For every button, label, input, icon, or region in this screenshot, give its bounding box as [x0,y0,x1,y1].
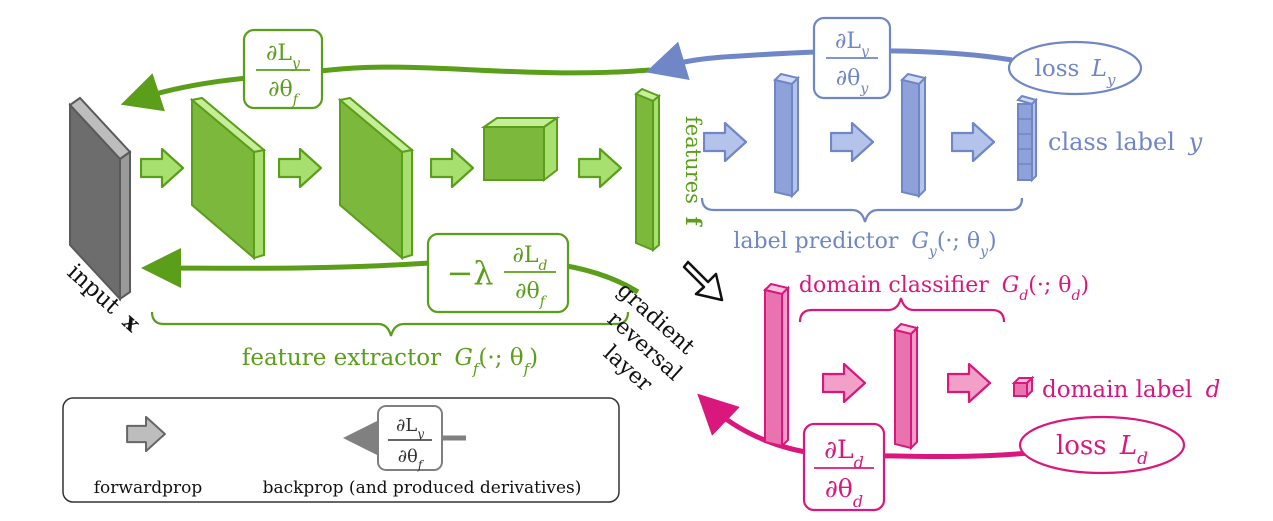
svg-text:∂Ld: ∂Ld [513,243,548,274]
forward-arrow [703,122,747,162]
conv-layer-2 [337,96,415,261]
loss-d-node: loss Ld [1018,415,1186,475]
label-hidden-layer-2 [900,72,927,199]
input-layer [68,96,132,302]
legend: forwardprop ∂Ly ∂θf backprop (and produc… [62,397,620,503]
feature-gradient-box: ∂Ly ∂θf [242,28,324,110]
svg-text:∂θd: ∂θd [825,474,863,511]
backprop-arrow-top [120,64,651,112]
forward-arrow [830,122,874,162]
legend-forward-label: forwardprop [94,478,203,498]
forward-arrow [951,122,995,162]
forward-arrow [947,363,991,403]
domain-classifier-brace [798,297,1006,323]
loss-y-node: loss Ly [1007,40,1143,96]
class-label-output: class label y [1048,128,1203,156]
svg-text:∂θf: ∂θf [398,446,425,472]
svg-text:∂Ld: ∂Ld [824,435,864,472]
feature-extractor-brace [150,311,630,337]
svg-text:features f: features f [681,116,706,228]
svg-text:loss Ly: loss Ly [1035,56,1116,89]
conv-layer-1 [189,96,267,261]
gradient-reversal-arrow [682,260,724,302]
forward-arrow [578,148,622,188]
legend-gradient-box: ∂Ly ∂θf [377,405,443,472]
svg-text:−λ: −λ [446,254,493,292]
class-output-layer [1016,94,1038,183]
gradient-reversal-label: gradient reversal layer [575,278,711,412]
legend-backward-label: backprop (and produced derivatives) [263,478,582,498]
svg-text:gradient reversal: gradient reversal layer [575,278,711,412]
forward-arrow [430,148,474,188]
forward-arrow [822,363,866,403]
domain-label-output: domain label d [1042,377,1220,403]
label-backprop-arrow [645,41,1013,80]
feature-extractor-label: feature extractor Gf(·; θf) [242,345,538,378]
svg-text:∂θf: ∂θf [268,77,301,108]
reversed-gradient-box: −λ ∂Ld ∂θf [426,232,570,314]
domain-output-cube [1011,375,1035,399]
features-layer [634,87,661,253]
svg-text:loss Ld: loss Ld [1056,431,1148,469]
forward-arrow [140,148,184,188]
forward-arrow [278,148,322,188]
svg-text:∂θf: ∂θf [515,279,548,310]
features-label: features f [681,116,706,228]
conv-layer-3 [480,116,561,183]
label-gradient-box: ∂Ly ∂θy [812,16,892,100]
domain-hidden-layer-2 [893,322,919,451]
label-predictor-brace [700,197,1024,223]
label-predictor-label: label predictor Gy(·; θy) [733,229,996,260]
svg-text:∂Ly: ∂Ly [396,415,424,441]
svg-text:∂Ly: ∂Ly [266,41,301,72]
domain-classifier-label: domain classifier Gd(·; θd) [799,273,1089,304]
domain-hidden-layer-1 [763,282,790,449]
domain-gradient-box: ∂Ld ∂θd [802,422,886,512]
label-hidden-layer-1 [773,72,800,199]
svg-text:∂θy: ∂θy [836,66,870,97]
svg-text:∂Ly: ∂Ly [835,29,870,60]
